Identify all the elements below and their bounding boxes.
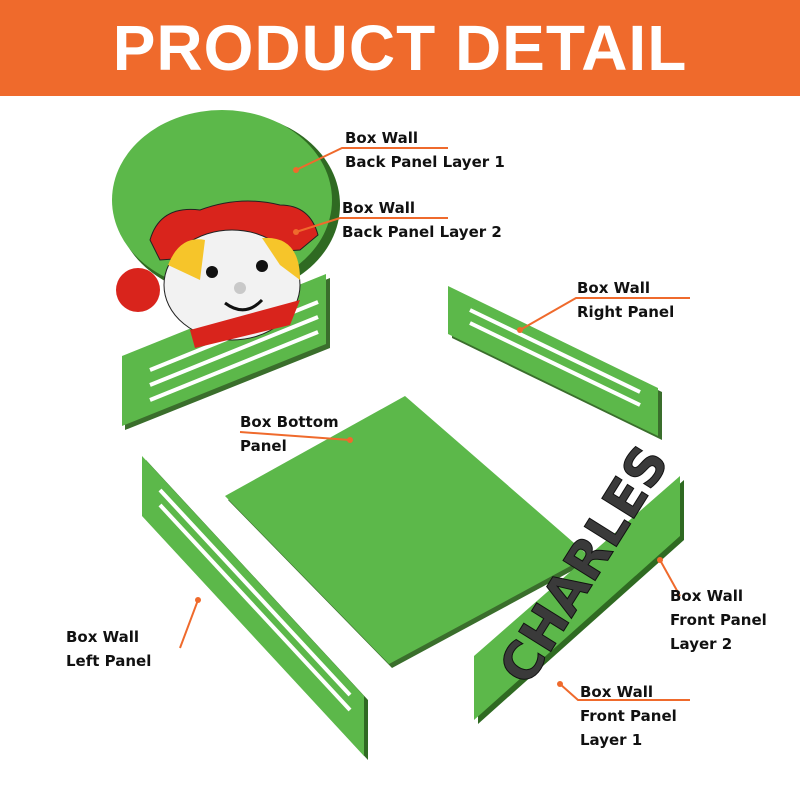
label-line: Box Wall [670,587,744,605]
label-left-panel: Box Wall Left Panel [66,625,151,673]
label-line: Box Wall [580,683,654,701]
label-line: Right Panel [577,303,675,321]
label-line: Box Wall [345,129,419,147]
header-banner: PRODUCT DETAIL [0,0,800,96]
label-line: Layer 1 [580,731,643,749]
label-line: Box Bottom [240,413,339,431]
label-line: Box Wall [342,199,416,217]
label-front-layer-2: Box Wall Front Panel Layer 2 [670,584,767,656]
label-line: Back Panel Layer 2 [342,223,502,241]
left-panel [142,456,368,760]
label-line: Box Wall [66,628,140,646]
bottom-panel [225,396,592,668]
leader-dots [195,167,663,687]
label-line: Panel [240,437,287,455]
label-bottom-panel: Box Bottom Panel [240,410,339,458]
label-line: Layer 2 [670,635,733,653]
label-back-layer-1: Box Wall Back Panel Layer 1 [345,126,505,174]
label-line: Box Wall [577,279,651,297]
front-panel [474,476,684,724]
label-line: Front Panel [670,611,767,629]
elf-back-layer-2 [149,200,319,348]
label-line: Front Panel [580,707,677,725]
page-title: PRODUCT DETAIL [112,12,688,84]
label-back-layer-2: Box Wall Back Panel Layer 2 [342,196,502,244]
label-line: Back Panel Layer 1 [345,153,505,171]
right-panel [448,286,662,440]
leader-lines [179,147,690,701]
label-front-layer-1: Box Wall Front Panel Layer 1 [580,680,677,752]
label-line: Left Panel [66,652,152,670]
label-right-panel: Box Wall Right Panel [577,276,674,324]
